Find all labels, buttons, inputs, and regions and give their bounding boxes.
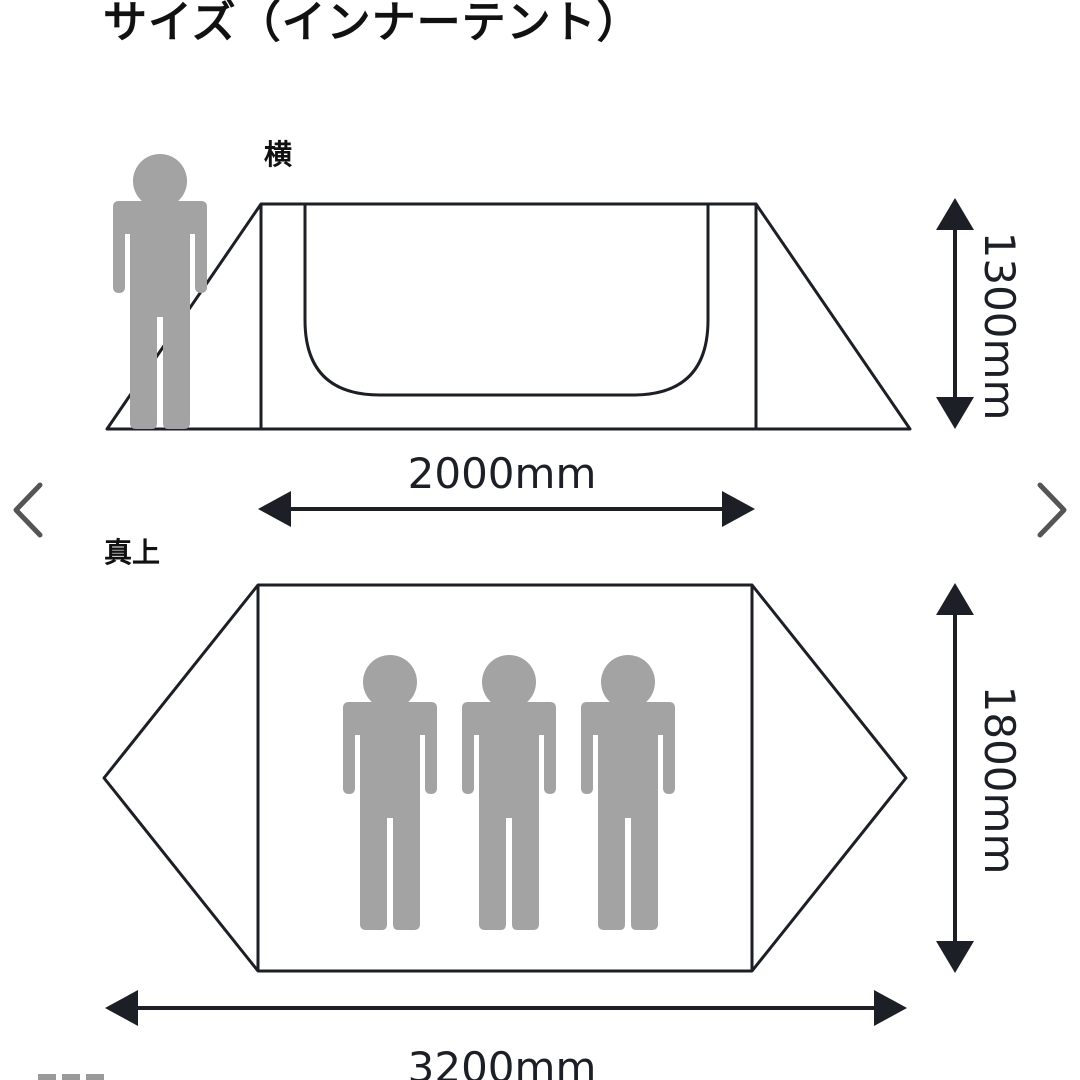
side-length-label: 2000mm <box>408 449 597 498</box>
arrow-down-icon <box>936 397 974 429</box>
arrow-up-icon <box>936 583 974 615</box>
arrow-down-icon <box>936 941 974 973</box>
top-length-dimension: 3200mm <box>105 990 907 1080</box>
side-view-door <box>303 204 710 397</box>
side-view <box>105 202 912 431</box>
side-view-label: 横 <box>264 138 293 171</box>
top-view-person-3 <box>581 655 675 930</box>
top-view-persons <box>343 655 675 930</box>
top-width-label: 1800mm <box>975 686 1024 875</box>
side-length-dimension: 2000mm <box>258 449 755 527</box>
side-view-person <box>113 154 207 429</box>
top-view-label: 真上 <box>104 536 161 569</box>
chevron-right-icon <box>1037 482 1067 538</box>
arrow-left-icon <box>258 491 291 527</box>
logo-mark <box>38 1074 104 1080</box>
carousel-prev-button[interactable] <box>0 475 60 545</box>
top-view <box>102 583 908 973</box>
arrow-right-icon <box>722 491 755 527</box>
top-width-dimension: 1800mm <box>936 583 1024 973</box>
side-height-dimension: 1300mm <box>936 198 1024 429</box>
carousel-next-button[interactable] <box>1020 475 1080 545</box>
side-height-label: 1300mm <box>975 232 1024 421</box>
arrow-right-icon <box>874 990 907 1026</box>
arrow-up-icon <box>936 198 974 230</box>
top-length-label: 3200mm <box>408 1043 597 1080</box>
page-title: サイズ（インナーテント） <box>103 0 642 48</box>
top-view-person-1 <box>343 655 437 930</box>
arrow-left-icon <box>105 990 138 1026</box>
top-view-person-2 <box>462 655 556 930</box>
chevron-left-icon <box>13 482 43 538</box>
